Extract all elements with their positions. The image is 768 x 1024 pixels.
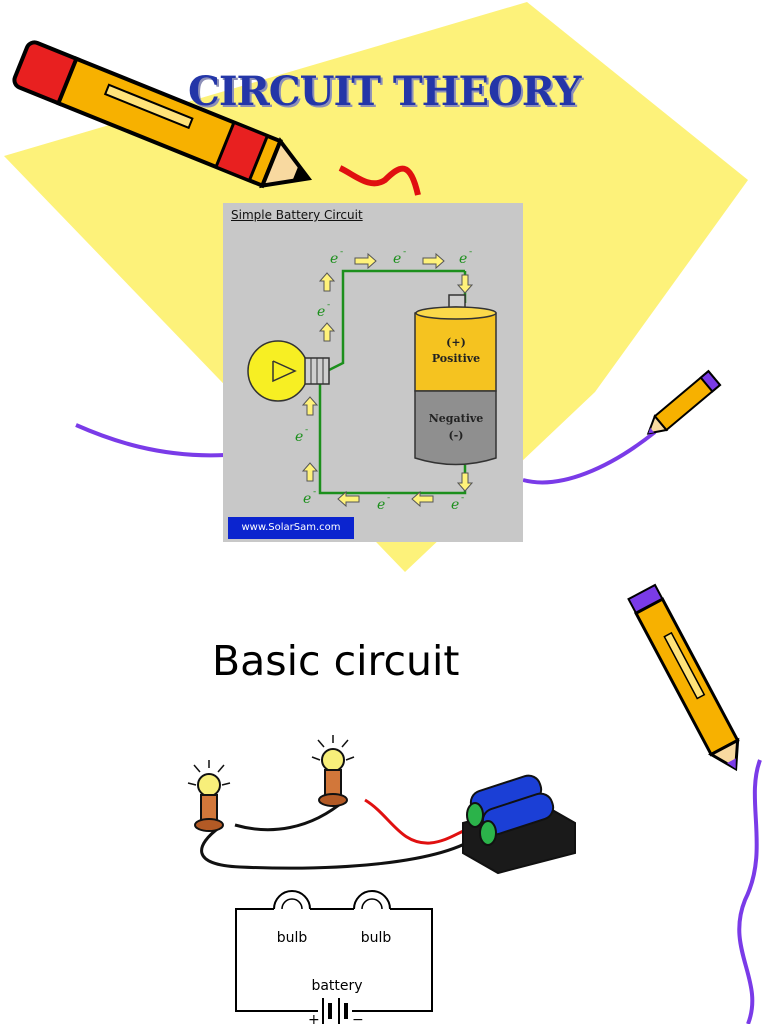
battery-circuit-diagram: e - e - e - e - e - e - e - e - (+) Posi… (223, 203, 523, 542)
purple-squiggle-left (75, 423, 226, 458)
arrow-left-icon (337, 490, 360, 508)
electron-charge: - (313, 487, 316, 497)
battery-negative-sign: (-) (449, 429, 464, 442)
bulb-icon (187, 760, 231, 832)
black-wire (200, 825, 481, 870)
battery-positive-sign: (+) (446, 336, 466, 349)
electron-charge: - (305, 425, 308, 435)
arrow-right-icon (422, 252, 445, 270)
battery-pack-icon (462, 774, 576, 875)
battery-positive-label: Positive (432, 352, 480, 365)
battery-icon (414, 294, 497, 466)
light-bulb-icon (247, 340, 330, 402)
electron-label: e (393, 251, 401, 267)
arrow-up-icon (318, 272, 336, 292)
red-wire (364, 798, 476, 845)
pencil-icon-small (646, 369, 722, 435)
electron-label: e (317, 304, 325, 320)
arrow-down-icon (456, 274, 474, 294)
arrow-left-icon (411, 490, 434, 508)
electron-charge: - (327, 300, 330, 310)
electron-label: e (303, 491, 311, 507)
schematic-plus-sign: + (308, 1012, 320, 1024)
circuit-schematic: bulb bulb battery + − (235, 890, 433, 1024)
electron-charge: - (469, 247, 472, 257)
electron-flow-arrows (301, 252, 474, 508)
schematic-bulb-label: bulb (361, 930, 392, 946)
schematic-bulb-symbol (273, 890, 311, 922)
diagram-title: Simple Battery Circuit (231, 208, 363, 222)
battery-negative-label: Negative (429, 412, 484, 425)
electron-charge: - (403, 247, 406, 257)
arrow-up-icon (318, 322, 336, 342)
pencil-icon-large (12, 40, 313, 189)
electron-label: e (451, 497, 459, 513)
diagram-credit: www.SolarSam.com (228, 517, 354, 539)
cartoon-circuit-illustration (187, 735, 576, 875)
schematic-battery-label: battery (311, 978, 362, 994)
schematic-bulb-symbol (353, 890, 391, 922)
electron-label: e (459, 251, 467, 267)
electron-label: e (295, 429, 303, 445)
electron-labels: e - e - e - e - e - e - e - e - (295, 247, 472, 513)
schematic-battery-symbol (318, 998, 352, 1024)
red-squiggle (338, 165, 421, 196)
slide-title: CIRCUIT THEORY (188, 68, 581, 115)
arrow-up-icon (301, 396, 319, 416)
black-wire (234, 798, 346, 832)
electron-charge: - (387, 493, 390, 503)
electron-charge: - (461, 493, 464, 503)
electron-label: e (377, 497, 385, 513)
electron-charge: - (340, 247, 343, 257)
bulb-icon (311, 735, 355, 807)
schematic-bulb-label: bulb (277, 930, 308, 946)
arrow-down-icon (456, 472, 474, 492)
section-heading: Basic circuit (212, 637, 460, 685)
diagram-drawing: e - e - e - e - e - e - e - e - (+) Posi… (247, 247, 497, 513)
schematic-minus-sign: − (352, 1012, 364, 1024)
purple-squiggle-right (522, 430, 657, 485)
arrow-up-icon (301, 462, 319, 482)
purple-squiggle-bottom (737, 759, 762, 1024)
pencil-icon-diagonal (627, 583, 740, 772)
arrow-right-icon (354, 252, 377, 270)
electron-label: e (330, 251, 338, 267)
